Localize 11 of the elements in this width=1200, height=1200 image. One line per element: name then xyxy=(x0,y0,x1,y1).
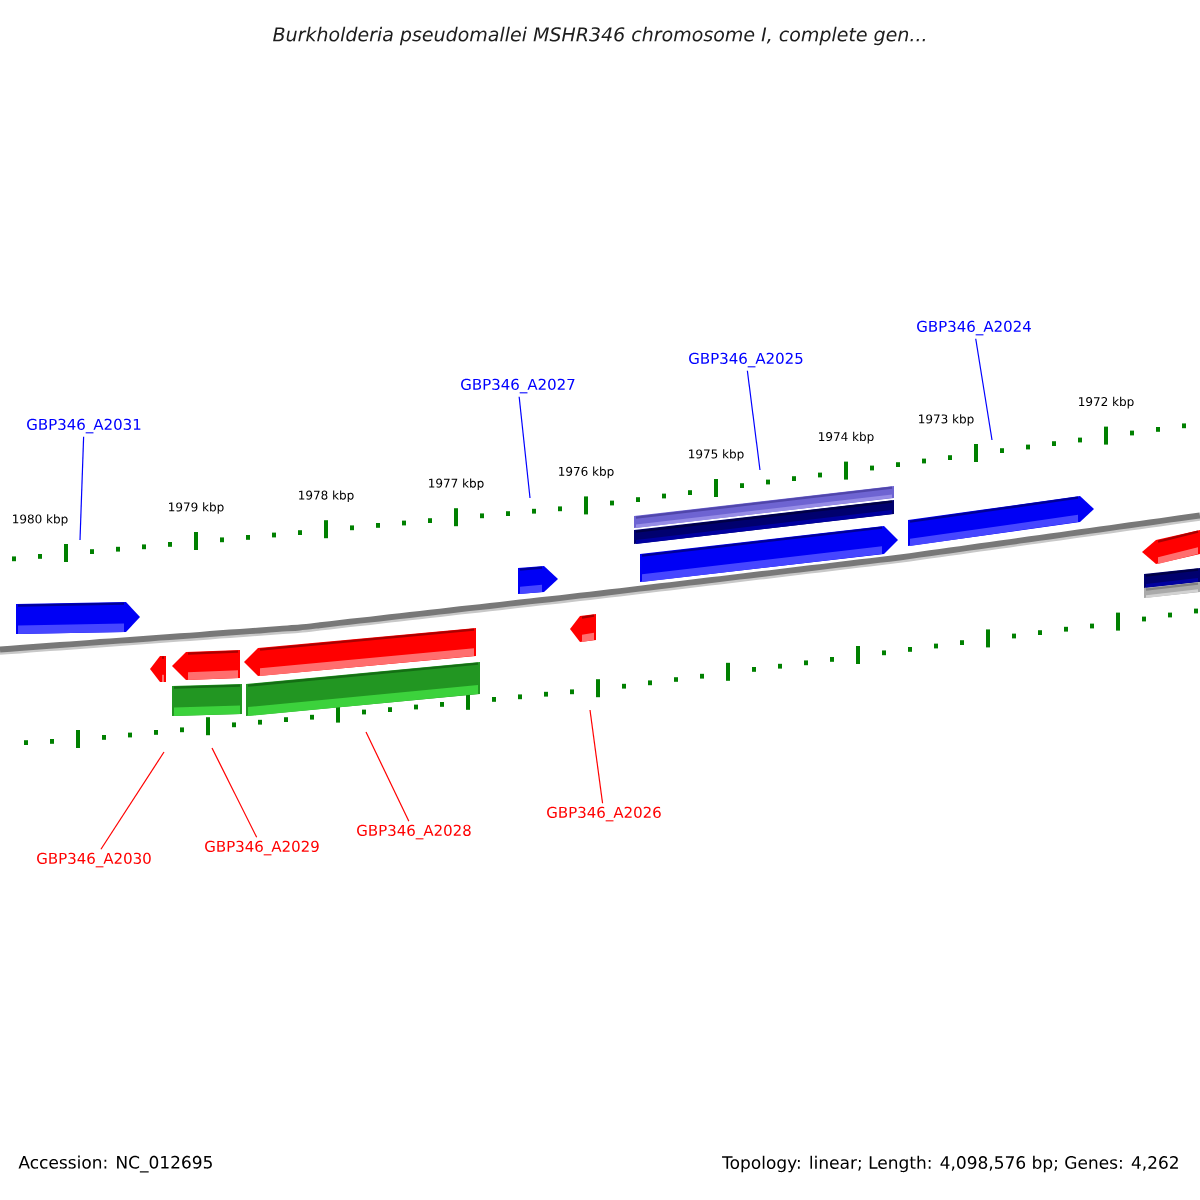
leader-line xyxy=(365,731,410,822)
title: Burkholderia pseudomallei MSHR346 chromosome I, complete gen... xyxy=(273,26,925,46)
leader-line xyxy=(100,751,165,850)
leader-line xyxy=(518,396,531,499)
leader-line xyxy=(589,709,604,804)
leader-line xyxy=(211,747,258,838)
accession-text: Accession: NC_012695 xyxy=(18,1155,212,1173)
summary-text: Topology: linear; Length: 4,098,576 bp; Genes: 4,262 xyxy=(722,1155,1178,1173)
leader-line xyxy=(975,338,993,441)
leader-line xyxy=(746,370,761,471)
leader-line xyxy=(79,436,85,541)
